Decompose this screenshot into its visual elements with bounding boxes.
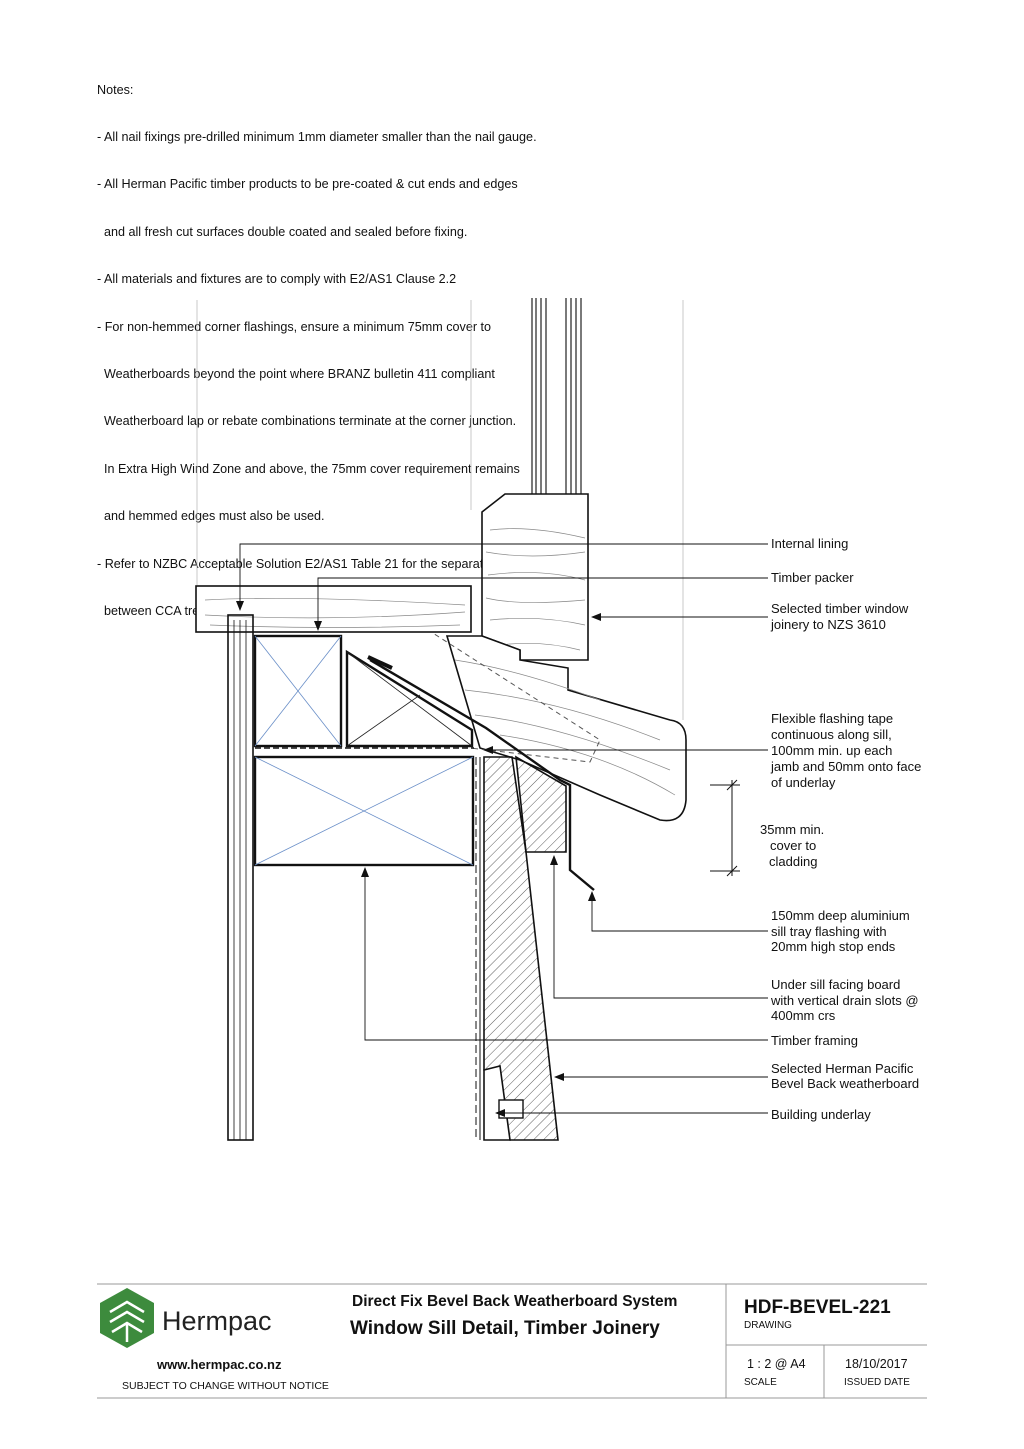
left-lining	[227, 614, 254, 1141]
callout-window-joinery: Selected timber window joinery to NZS 36…	[770, 601, 912, 632]
callout-underlay: Building underlay	[771, 1107, 871, 1122]
callout-internal-lining: Internal lining	[771, 536, 848, 551]
leader-lines	[236, 543, 768, 1117]
flashing-tape	[255, 655, 595, 891]
sloped-packer	[345, 649, 474, 748]
note-line: - All materials and fixtures are to comp…	[97, 272, 457, 287]
callout-timber-framing: Timber framing	[771, 1033, 858, 1048]
callout-facing-board: Under sill facing board with vertical dr…	[770, 977, 922, 1023]
window-sill	[387, 611, 687, 822]
internal-lining-board	[195, 585, 472, 633]
callout-weatherboard: Selected Herman Pacific Bevel Back weath…	[771, 1061, 919, 1091]
callout-timber-packer: Timber packer	[771, 570, 854, 585]
note-line: Weatherboards beyond the point where BRA…	[97, 366, 495, 381]
callouts: Internal lining Timber packer Selected t…	[760, 536, 925, 1122]
facing-board	[515, 755, 567, 853]
window-sash	[481, 493, 589, 661]
titleblock-frame	[97, 1283, 927, 1399]
timber-packer	[253, 634, 343, 748]
note-line: In Extra High Wind Zone and above, the 7…	[97, 461, 520, 476]
cover-dimension	[710, 779, 740, 877]
guide-lines	[196, 300, 684, 720]
timber-framing	[253, 755, 475, 867]
note-line: - For non-hemmed corner flashings, ensur…	[97, 319, 492, 334]
callout-cover: 35mm min. cover to cladding	[760, 822, 828, 869]
note-line: and hemmed edges must also be used.	[97, 509, 325, 524]
glazing-bars	[531, 298, 582, 500]
note-line: Weatherboard lap or rebate combinations …	[97, 414, 517, 429]
callout-sill-tray: 150mm deep aluminium sill tray flashing …	[771, 908, 913, 954]
callout-flashing-tape: Flexible flashing tape continuous along …	[770, 711, 925, 790]
hermpac-logo-icon	[100, 1288, 154, 1348]
notes-heading: Notes:	[97, 82, 134, 97]
note-line: - All Herman Pacific timber products to …	[97, 177, 518, 192]
note-line: - All nail fixings pre-drilled minimum 1…	[97, 129, 537, 144]
weatherboard	[475, 756, 559, 1141]
note-line: and all fresh cut surfaces double coated…	[97, 224, 468, 239]
